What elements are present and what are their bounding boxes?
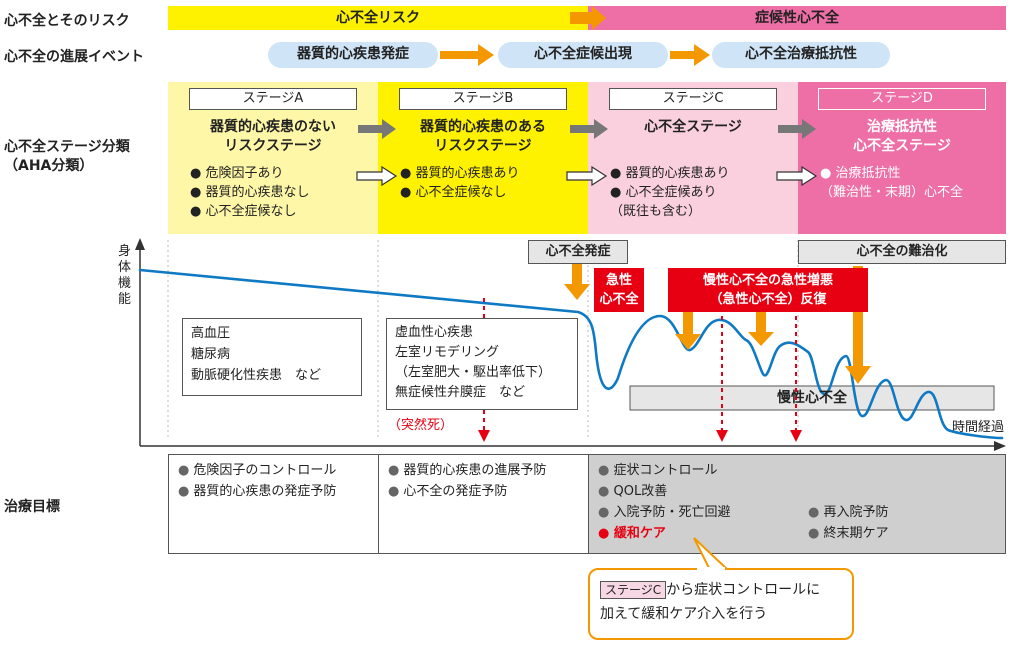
red-dashed-arrow-icon-3: [790, 300, 802, 442]
event-structural-heart-disease: 器質的心疾患発症: [268, 42, 438, 68]
bullet-arrow-icon-1: [356, 166, 398, 186]
risk-factor-item: 高血圧: [191, 326, 231, 341]
structural-item: 無症候性弁膜症 など: [395, 385, 526, 400]
row-label-goals: 治療目標: [4, 499, 60, 515]
callout-join: [697, 567, 725, 571]
stage-title-a: 器質的心疾患のない リスクステージ: [210, 119, 336, 154]
event-arrow-icon-2: [670, 44, 710, 66]
band-symptomatic-hf: 症候性心不全: [588, 6, 1006, 30]
y-axis-label: 身体機能: [118, 244, 132, 307]
stage-tag-c: ステージC: [609, 88, 777, 110]
stage-arrow-icon-1: [358, 119, 396, 139]
structural-item: 虚血性心疾患: [395, 325, 474, 340]
stage-a-item: ● 心不全症候なし: [190, 204, 297, 219]
stage-arrow-icon-3: [778, 119, 816, 139]
structural-item: （左室肥大・駆出率低下）: [395, 365, 552, 380]
orange-arrow-icon-exac2: [748, 312, 774, 346]
stage-title-c: 心不全ステージ: [644, 119, 742, 135]
chronic-hf-bar: [629, 385, 995, 411]
stage-a-item: ● 器質的心疾患なし: [190, 185, 310, 200]
stage-bullets-c: ● 器質的心疾患あり ● 心不全症候あり （既往も含む）: [610, 164, 730, 221]
goals-col3-right: ● 再入院予防 ● 終末期ケア: [808, 502, 889, 544]
event-arrow-icon-1: [440, 44, 494, 66]
orange-arrow-icon-refractory: [845, 266, 871, 384]
goals-col1: ●危険因子のコントロール ●器質的心疾患の発症予防: [178, 460, 368, 502]
orange-arrow-icon-exac1: [675, 312, 701, 350]
structural-item: 左室リモデリング: [395, 345, 500, 360]
goals-col3-left: ● 症状コントロール ● QOL改善 ● 入院予防・死亡回避 ● 緩和ケア: [598, 460, 731, 544]
stage-d-item: ● 治療抵抗性 （難治性・末期）心不全: [820, 166, 964, 200]
stage-title-b: 器質的心疾患のある リスクステージ: [420, 119, 546, 154]
goal-item: ● 症状コントロール: [598, 463, 718, 478]
goal-item: ● QOL改善: [598, 484, 668, 499]
stage-a-item: ● 危険因子あり: [190, 166, 284, 181]
goal-item: ● 再入院予防: [808, 505, 889, 520]
goal-item: ●器質的心疾患の発症予防: [178, 484, 337, 499]
stage-b-item: ● 心不全症候なし: [400, 185, 507, 200]
risk-factor-item: 動脈硬化性疾患 など: [191, 368, 322, 383]
goals-col2: ●器質的心疾患の進展予防 ●心不全の発症予防: [388, 460, 578, 502]
orange-arrow-icon-onset: [564, 262, 590, 300]
goals-col3-bg: [588, 454, 1006, 554]
stage-bullets-b: ● 器質的心疾患あり ● 心不全症候なし: [400, 164, 520, 202]
stage-bullets-a: ● 危険因子あり ● 器質的心疾患なし ● 心不全症候なし: [190, 164, 310, 221]
bullet-arrow-icon-3: [776, 166, 818, 186]
callout-stage-tag: ステージC: [600, 581, 667, 599]
red-dashed-arrow-icon-2: [716, 300, 728, 442]
stage-b-item: ● 器質的心疾患あり: [400, 166, 520, 181]
bullet-arrow-icon-2: [566, 166, 608, 186]
event-hf-symptoms: 心不全症候出現: [498, 42, 668, 68]
stage-c-item: ● 器質的心疾患あり: [610, 166, 730, 181]
row-label-stage-line1: 心不全ステージ分類: [4, 139, 130, 155]
x-axis-label: 時間経過: [952, 420, 1005, 435]
goals-divider: [378, 454, 379, 554]
goal-item: ●心不全の発症予防: [388, 484, 508, 499]
stage-bullets-d: ● 治療抵抗性 （難治性・末期）心不全: [820, 164, 963, 202]
refractory-label: 心不全の難治化: [798, 240, 1006, 264]
function-curve: [138, 268, 1004, 440]
stage-tag-d: ステージD: [818, 88, 986, 110]
band-arrow-icon: [570, 6, 606, 30]
goal-item: ●危険因子のコントロール: [178, 463, 337, 478]
goal-item: ● 終末期ケア: [808, 526, 889, 541]
sudden-death-label: （突然死）: [388, 418, 454, 433]
stage-title-d: 治療抵抗性 心不全ステージ: [853, 119, 951, 154]
callout-line-2: 加えて緩和ケア介入を行う: [600, 606, 768, 622]
risk-factor-item: 糖尿病: [191, 347, 231, 362]
row-label-risk: 心不全とそのリスク: [4, 13, 130, 29]
band-heart-failure-risk: 心不全リスク: [168, 6, 588, 30]
exacerbation-label: 慢性心不全の急性増悪 （急性心不全）反復: [668, 268, 868, 312]
chronic-hf-label: 慢性心不全: [777, 390, 847, 406]
stage-column-d: [798, 82, 1006, 234]
acute-hf-label: 急性 心不全: [594, 268, 644, 312]
onset-label: 心不全発症: [528, 240, 628, 264]
stage-tag-a: ステージA: [189, 88, 357, 110]
row-label-stage: 心不全ステージ分類 （AHA分類）: [4, 138, 130, 176]
stage-c-item: ● 心不全症候あり （既往も含む）: [610, 185, 717, 219]
goal-item: ●器質的心疾患の進展予防: [388, 463, 547, 478]
callout-pointer-icon: [693, 537, 731, 571]
progression-chart: [135, 238, 1006, 451]
x-axis-arrow-icon: [994, 441, 1006, 451]
y-axis-arrow-icon: [135, 238, 145, 250]
event-treatment-resistance: 心不全治療抵抗性: [712, 42, 890, 68]
stage-tag-b: ステージB: [399, 88, 567, 110]
stage-arrow-icon-2: [570, 119, 608, 139]
goal-item-palliative: ● 緩和ケア: [598, 526, 666, 541]
goal-item: ● 入院予防・死亡回避: [598, 505, 731, 520]
row-label-events: 心不全の進展イベント: [4, 49, 144, 65]
row-label-stage-line2: （AHA分類）: [4, 158, 94, 174]
risk-factor-box-b: 虚血性心疾患 左室リモデリング （左室肥大・駆出率低下） 無症候性弁膜症 など: [386, 318, 578, 410]
risk-factor-box-a: 高血圧 糖尿病 動脈硬化性疾患 など: [182, 318, 362, 396]
